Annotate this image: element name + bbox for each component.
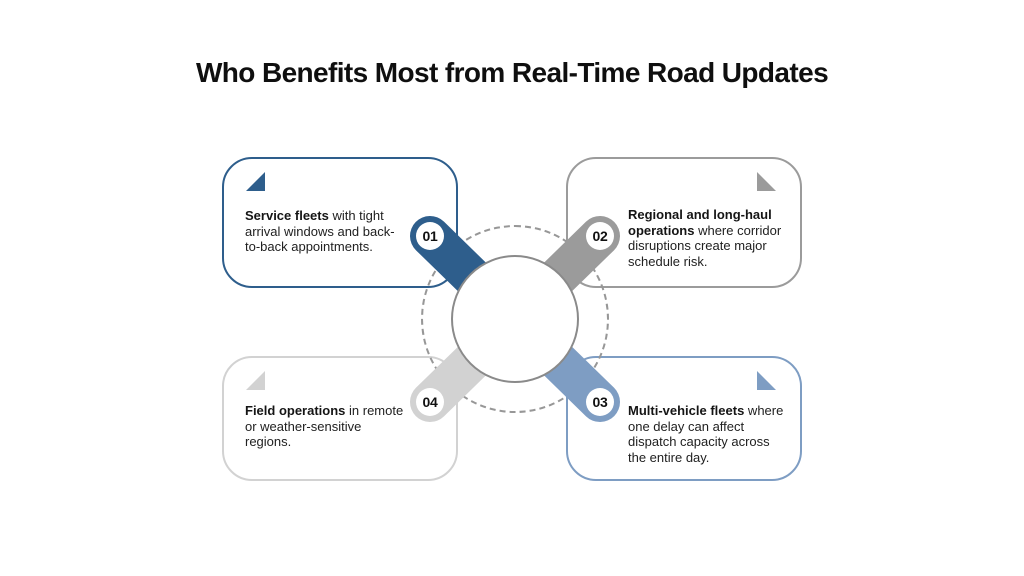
center-hub-circle [451, 255, 579, 383]
step-badge-02: 02 [586, 222, 614, 250]
step-number: 02 [592, 228, 608, 244]
step-number: 03 [592, 394, 608, 410]
step-badge-04: 04 [416, 388, 444, 416]
page-title: Who Benefits Most from Real-Time Road Up… [195, 57, 829, 88]
step-badge-01: 01 [416, 222, 444, 250]
step-badge-03: 03 [586, 388, 614, 416]
step-number: 01 [422, 228, 438, 244]
card-multi-vehicle-fleets: Multi-vehicle fleets where one delay can… [566, 356, 802, 481]
card-text-service-fleets: Service fleets with tight arrival window… [245, 208, 395, 254]
corner-triangle-icon [246, 172, 265, 191]
dashed-orbit-ring [421, 225, 609, 413]
corner-triangle-icon [757, 371, 776, 390]
step-number: 04 [422, 394, 438, 410]
card-text-field-operations: Field operations in remote or weather-se… [245, 403, 404, 449]
corner-triangle-icon [757, 172, 776, 191]
corner-triangle-icon [246, 371, 265, 390]
card-text-multi-vehicle-fleets: Multi-vehicle fleets where one delay can… [628, 403, 784, 465]
card-text-regional-long-haul: Regional and long-haul operations where … [628, 207, 782, 269]
